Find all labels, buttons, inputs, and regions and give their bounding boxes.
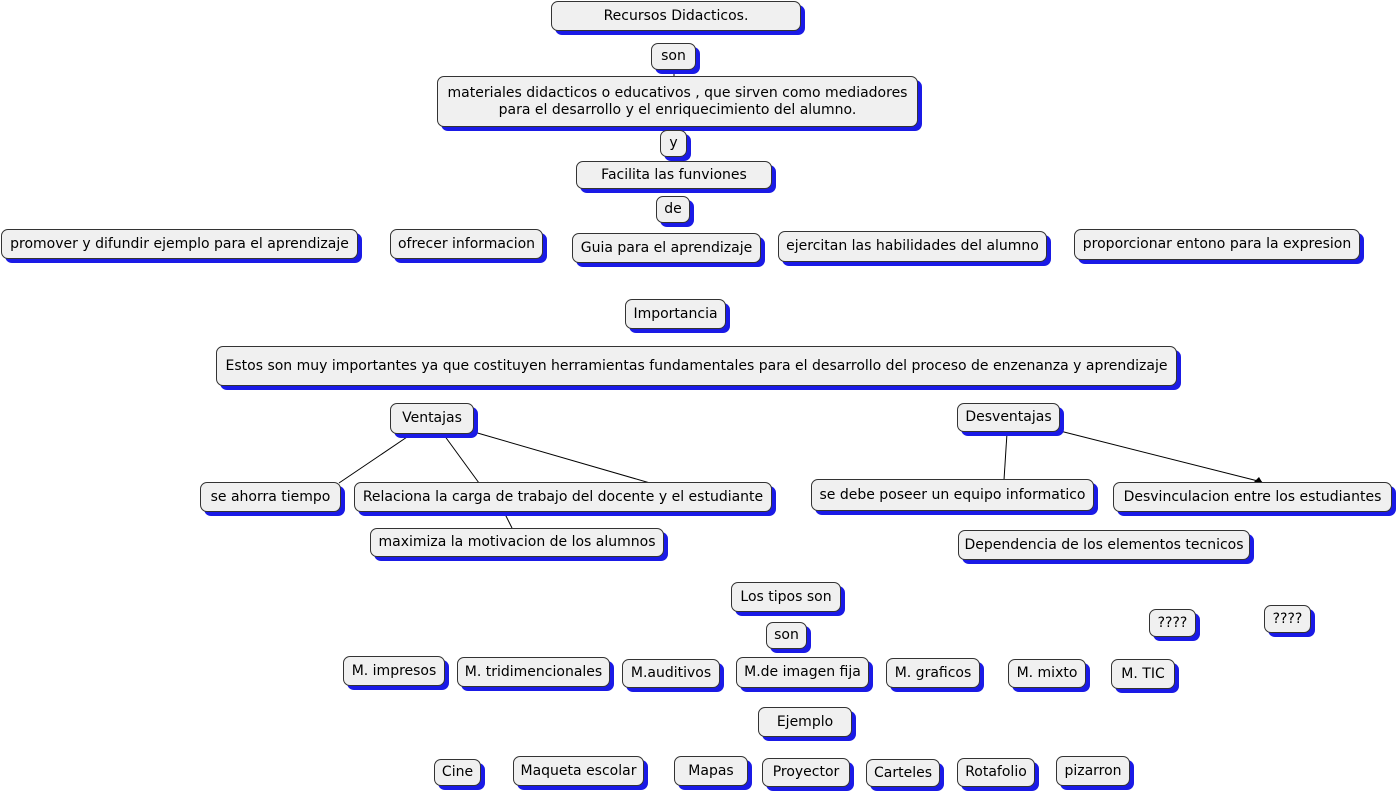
- connector: [1003, 432, 1008, 481]
- node-m-auditivos[interactable]: M.auditivos: [622, 659, 720, 688]
- node-maqueta-escolar[interactable]: Maqueta escolar: [513, 756, 644, 786]
- node-m-impresos[interactable]: M. impresos: [343, 656, 445, 686]
- node-y[interactable]: y: [660, 130, 687, 157]
- node-m-tridimencionales[interactable]: M. tridimencionales: [457, 657, 610, 687]
- node-desventajas[interactable]: Desventajas: [957, 403, 1060, 432]
- connector: [473, 431, 651, 484]
- node-proyector[interactable]: Proyector: [762, 758, 850, 787]
- node-guia-aprendizaje[interactable]: Guia para el aprendizaje: [572, 233, 761, 263]
- node-de[interactable]: de: [656, 196, 690, 223]
- connector: [338, 434, 411, 484]
- node-mapas[interactable]: Mapas: [674, 756, 748, 786]
- node-relaciona-carga[interactable]: Relaciona la carga de trabajo del docent…: [354, 482, 772, 512]
- connector: [1059, 430, 1263, 483]
- node-recursos-didacticos[interactable]: Recursos Didacticos.: [551, 1, 801, 31]
- node-se-ahorra-tiempo[interactable]: se ahorra tiempo: [200, 482, 341, 512]
- node-m-tic[interactable]: M. TIC: [1111, 659, 1175, 689]
- node-ejemplo[interactable]: Ejemplo: [758, 707, 852, 737]
- node-desvinculacion[interactable]: Desvinculacion entre los estudiantes: [1113, 482, 1392, 512]
- node-cine[interactable]: Cine: [434, 759, 481, 786]
- node-ofrecer-informacion[interactable]: ofrecer informacion: [390, 229, 543, 259]
- node-promover[interactable]: promover y difundir ejemplo para el apre…: [1, 229, 358, 259]
- node-unknown-2[interactable]: ????: [1264, 605, 1311, 633]
- connector: [443, 434, 480, 484]
- node-pizarron[interactable]: pizarron: [1056, 756, 1130, 786]
- node-importancia[interactable]: Importancia: [625, 299, 726, 329]
- node-carteles[interactable]: Carteles: [866, 759, 940, 787]
- node-estos-son-muy-importantes[interactable]: Estos son muy importantes ya que costitu…: [216, 346, 1177, 386]
- arrow-head: [1254, 477, 1262, 482]
- node-rotafolio[interactable]: Rotafolio: [957, 758, 1035, 787]
- node-facilita-las-funviones[interactable]: Facilita las funviones: [576, 161, 772, 189]
- node-dependencia-elementos[interactable]: Dependencia de los elementos tecnicos: [958, 530, 1250, 560]
- connector: [504, 513, 513, 529]
- node-m-imagen-fija[interactable]: M.de imagen fija: [736, 657, 869, 688]
- node-maximiza-motivacion[interactable]: maximiza la motivacion de los alumnos: [370, 528, 664, 557]
- node-poseer-equipo[interactable]: se debe poseer un equipo informatico: [811, 479, 1094, 511]
- node-ventajas[interactable]: Ventajas: [390, 403, 474, 434]
- node-los-tipos-son[interactable]: Los tipos son: [731, 582, 841, 612]
- node-m-graficos[interactable]: M. graficos: [886, 658, 980, 688]
- node-son-tipos[interactable]: son: [766, 622, 807, 649]
- node-materiales-didacticos[interactable]: materiales didacticos o educativos , que…: [437, 76, 918, 127]
- node-son[interactable]: son: [651, 43, 696, 70]
- node-unknown-1[interactable]: ????: [1149, 609, 1196, 637]
- node-m-mixto[interactable]: M. mixto: [1008, 659, 1086, 688]
- node-proporcionar-entono[interactable]: proporcionar entono para la expresion: [1074, 229, 1360, 260]
- node-ejercitan-habilidades[interactable]: ejercitan las habilidades del alumno: [778, 231, 1047, 262]
